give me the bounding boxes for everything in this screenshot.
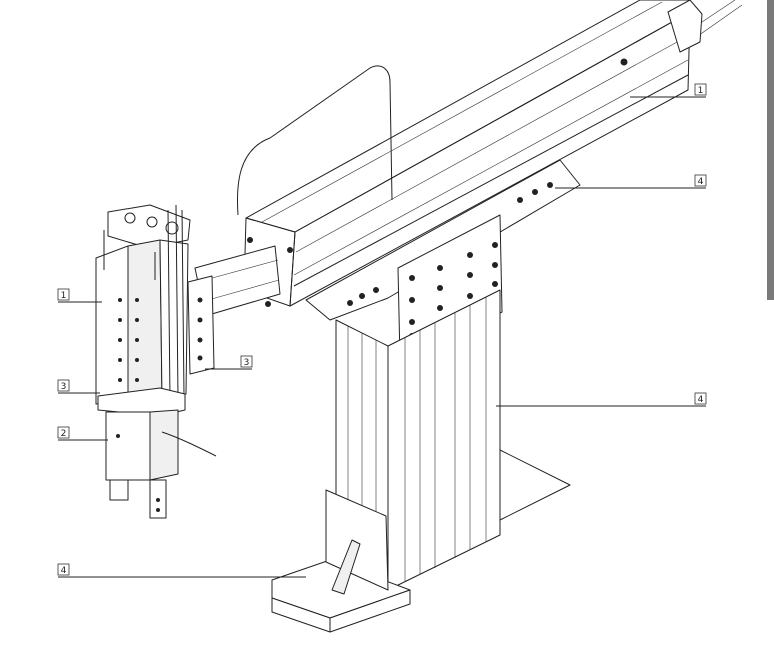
callout-left-3: 3	[57, 379, 100, 394]
adapter-ring	[97, 387, 186, 417]
callout-bottom-4: 4	[57, 563, 306, 578]
callout-label: 3	[244, 358, 250, 368]
callout-label: 1	[61, 291, 67, 301]
callout-label: 1	[698, 86, 704, 96]
callout-left-2: 2	[57, 426, 108, 441]
cable-end-2	[694, 4, 743, 39]
callout-label: 4	[698, 177, 704, 187]
piston-rod	[194, 245, 281, 317]
callout-label: 3	[61, 382, 67, 392]
linear-axis	[243, 0, 703, 307]
callout-mid-3: 3	[205, 355, 253, 370]
cable-loop	[236, 65, 393, 216]
callout-right-4a: 4	[555, 174, 707, 189]
gripper	[105, 409, 217, 519]
adapter-plate-vertical	[187, 275, 215, 375]
cable-gland	[667, 0, 703, 53]
vertical-axis	[95, 204, 191, 405]
callout-label: 4	[698, 395, 704, 405]
axis-top-face	[245, 0, 691, 233]
callout-top-right-1: 1	[630, 83, 707, 98]
callout-label: 2	[61, 429, 67, 439]
callout-left-1: 1	[57, 288, 102, 303]
callout-right-4b: 4	[496, 392, 707, 407]
mounting-frame	[271, 159, 581, 633]
callout-label: 4	[61, 566, 67, 576]
scrollbar[interactable]	[767, 0, 774, 300]
